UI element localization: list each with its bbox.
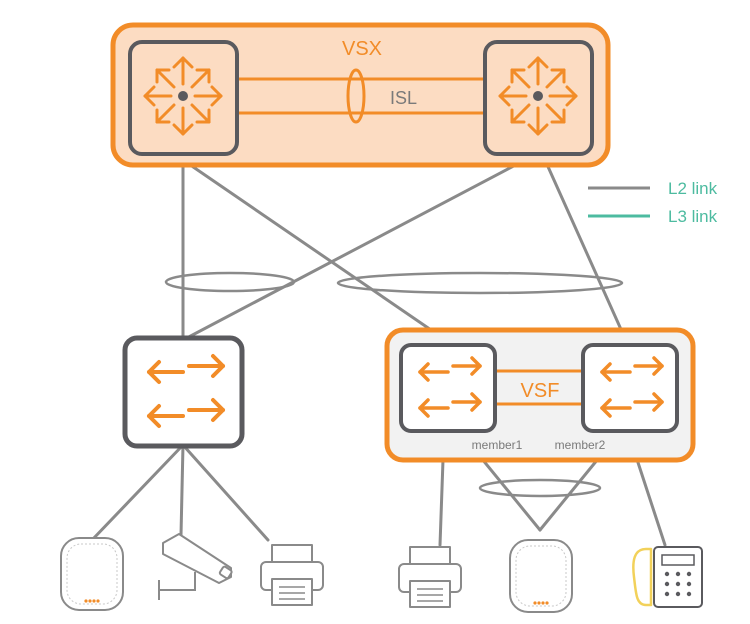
- vsx-core-group: VSX ISL: [110, 22, 611, 168]
- vsf-label: VSF: [521, 380, 560, 402]
- endpoint-ip-phone[interactable]: [632, 546, 703, 608]
- ip-phone-icon: [632, 546, 703, 608]
- printer-icon: [260, 544, 324, 606]
- access-switch-left[interactable]: [122, 335, 245, 449]
- endpoint-camera[interactable]: [158, 533, 233, 600]
- access-point-icon: [60, 537, 124, 611]
- router-icon: [143, 56, 223, 136]
- vsx-label: VSX: [342, 38, 382, 60]
- endpoint-printer-left[interactable]: [260, 544, 324, 606]
- access-point-icon: [509, 539, 573, 613]
- vsf-links: [495, 369, 583, 406]
- vsf-member2-switch[interactable]: [581, 343, 679, 433]
- member1-label: member1: [472, 438, 523, 452]
- lag-ellipse-right: [336, 271, 624, 295]
- link-switch-to-camera: [179, 443, 185, 537]
- lag-ellipse-left: [164, 271, 296, 293]
- link-switch-to-ap: [90, 443, 185, 542]
- member2-label: member2: [555, 438, 606, 452]
- camera-icon: [158, 533, 233, 600]
- link-right-router-to-left-switch: [181, 158, 527, 342]
- link-switch-to-printer: [181, 443, 270, 542]
- link-right-router-to-member2: [543, 158, 630, 347]
- link-left-router-to-member1: [181, 158, 455, 347]
- router-icon: [498, 56, 578, 136]
- legend-l2-label: L2 link: [668, 179, 718, 198]
- vsf-stack-group: VSF member1 member2: [384, 327, 696, 463]
- legend: L2 link L3 link: [588, 179, 718, 226]
- endpoint-access-point-left[interactable]: [60, 537, 124, 611]
- endpoint-printer-right[interactable]: [398, 546, 462, 608]
- legend-l3-label: L3 link: [668, 207, 718, 226]
- vsf-member1-switch[interactable]: [399, 343, 497, 433]
- isl-links: [237, 68, 485, 124]
- endpoint-access-point-right[interactable]: [509, 539, 573, 613]
- router-left[interactable]: [128, 40, 239, 156]
- printer-icon: [398, 546, 462, 608]
- isl-lag-ellipse: [346, 68, 366, 124]
- lag-ellipse-vsf-downlinks: [478, 478, 602, 498]
- isl-label: ISL: [390, 88, 417, 108]
- router-right[interactable]: [483, 40, 594, 156]
- lag-ellipses: [164, 271, 624, 498]
